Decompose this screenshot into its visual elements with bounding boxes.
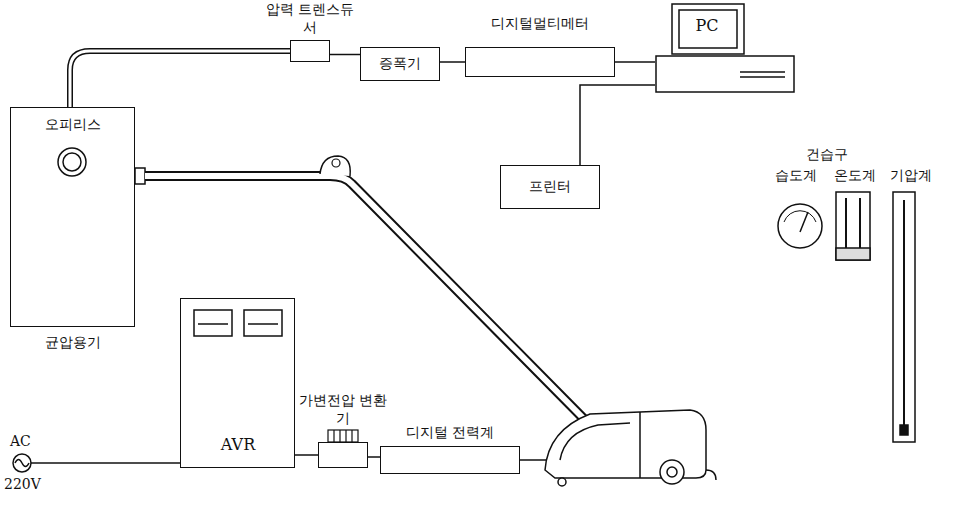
orifice-symbol — [58, 148, 86, 176]
instrument-label: 온도계 — [834, 167, 876, 184]
barometer — [893, 192, 915, 442]
vacuum-cleaner — [545, 410, 716, 486]
signal-wire — [330, 54, 360, 56]
pc-figure — [656, 4, 794, 92]
signal-wire — [440, 61, 465, 63]
node-label: 프린터 — [529, 178, 571, 196]
instrument-label: 습도계 — [775, 167, 817, 184]
signal-wire — [580, 85, 655, 165]
instrument-label: AC — [10, 433, 31, 450]
hose — [135, 156, 585, 420]
amplifier-box: 증폭기 — [360, 47, 440, 81]
node-label: AVR — [221, 435, 255, 455]
multimeter-box: 디지털멀티메터 — [465, 47, 615, 77]
node-label: 증폭기 — [379, 55, 421, 73]
pressure-vessel: 오피리스균압용기 — [10, 107, 135, 327]
instrument-label: 220V — [4, 476, 41, 493]
signal-wire — [368, 456, 380, 458]
variac-box: 가변전압 변환기 — [318, 442, 368, 468]
knob — [328, 430, 358, 442]
node-heading: 디지털 전력계 — [370, 424, 530, 442]
node-label: 오피리스 — [45, 116, 101, 134]
hygrometer-dial — [778, 204, 822, 248]
instrument-label: 건습구 — [806, 146, 848, 163]
signal-wire — [295, 454, 318, 456]
printer-box: 프린터 — [500, 165, 600, 209]
node-heading: 가변전압 변환기 — [298, 392, 388, 427]
signal-wire — [615, 61, 655, 63]
ac-source-symbol — [13, 454, 31, 472]
node-heading: 압력 트렌스듀서 — [265, 1, 355, 36]
node-heading: 균압용기 — [13, 334, 133, 352]
thermometer — [836, 192, 870, 260]
pressure-tube — [70, 51, 290, 107]
instrument-label: 기압계 — [890, 167, 932, 184]
avr-meters — [194, 310, 282, 336]
power-meter-box: 디지털 전력계 — [380, 446, 520, 474]
pc: PC — [655, 3, 795, 93]
power-cord — [31, 460, 547, 463]
avr-box: AVR — [180, 298, 295, 468]
transducer-box: 압력 트렌스듀서 — [290, 40, 330, 62]
node-heading: 디지털멀티메터 — [455, 15, 625, 33]
node-label: PC — [695, 16, 718, 36]
